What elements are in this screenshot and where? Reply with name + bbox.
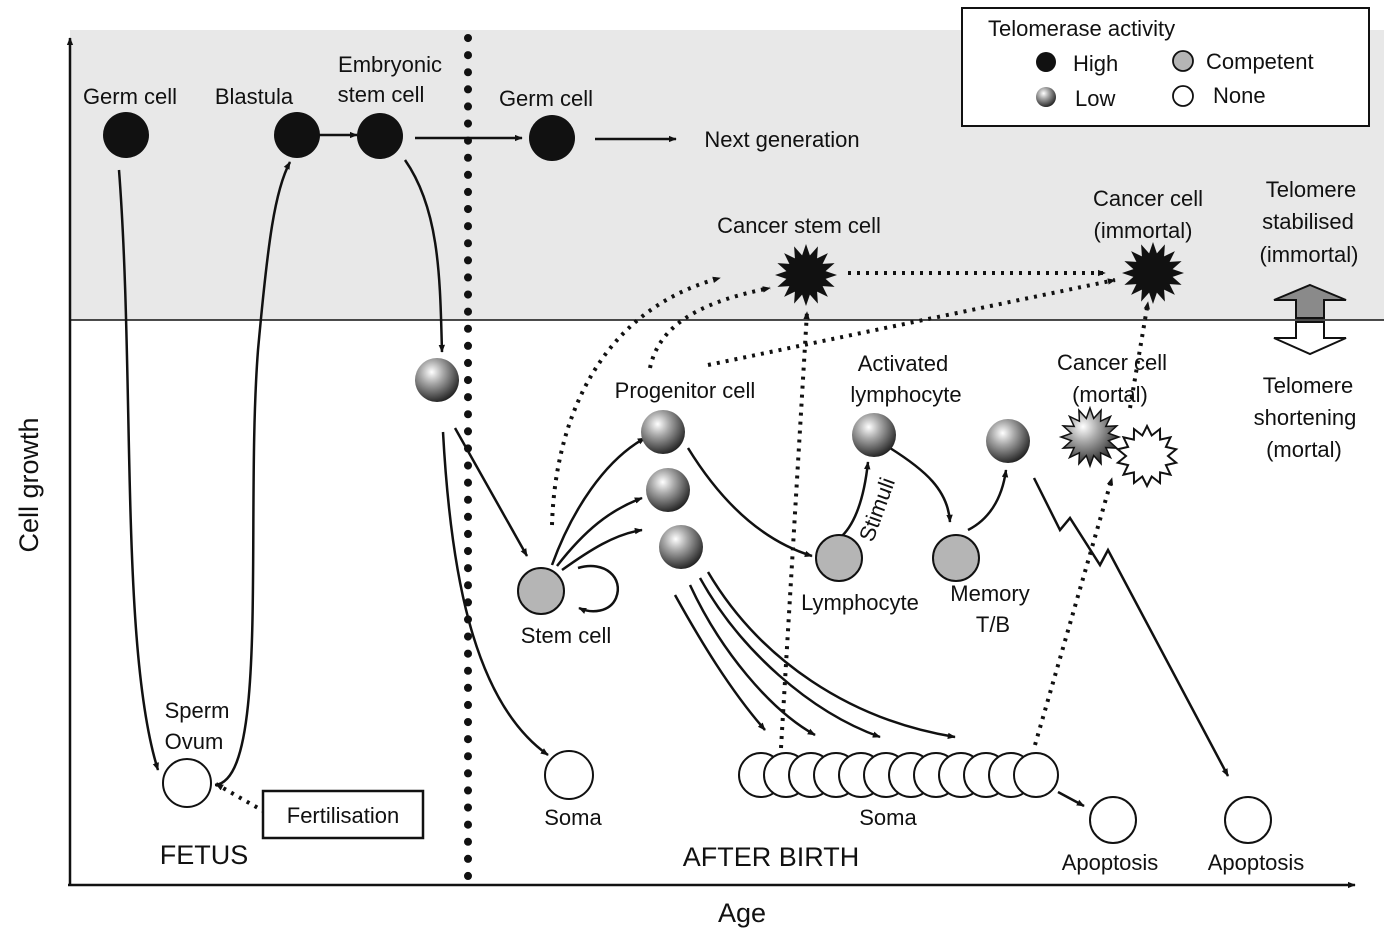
apoptosis-cell-1 xyxy=(1089,796,1137,844)
esc-to-fetal-stem-arrow xyxy=(403,159,445,353)
legend: Telomerase activity High Competent Low N… xyxy=(961,7,1370,127)
telomere-shortening-arrow xyxy=(1273,321,1347,356)
soma-fetal-label: Soma xyxy=(544,805,602,830)
activated-label-line2: lymphocyte xyxy=(850,382,961,407)
germ-cell-fetal-label: Germ cell xyxy=(83,84,177,109)
telomere-stabilised-line3: (immortal) xyxy=(1260,242,1359,267)
fertilisation-label: Fertilisation xyxy=(287,803,399,828)
cancer-immortal-label-line2: (immortal) xyxy=(1094,218,1193,243)
stimuli-label: Stimuli xyxy=(854,474,900,545)
stem-to-progenitor-arrow-2 xyxy=(556,496,643,567)
embryonic-stem-cell xyxy=(357,113,403,159)
reactivated-memory-cell xyxy=(986,419,1030,463)
soma-cell-fetal xyxy=(544,750,594,800)
legend-box xyxy=(961,7,1370,127)
germ-cell-fetal xyxy=(103,112,149,158)
lymphocyte-label: Lymphocyte xyxy=(801,590,919,615)
telomere-stabilised-line1: Telomere xyxy=(1266,177,1356,202)
memory-to-reactivated-arrow xyxy=(967,469,1009,532)
cancer-cell-dying-shape xyxy=(1115,423,1179,489)
stem-to-progenitor-arrow-3 xyxy=(561,527,643,572)
apoptosis-cell-2 xyxy=(1224,796,1272,844)
legend-competent-swatch xyxy=(1172,50,1194,72)
blastula-cell xyxy=(274,112,320,158)
memory-tb-cell xyxy=(932,534,980,582)
embryonic-label-line2: stem cell xyxy=(338,82,425,107)
telomere-crisis-arrow xyxy=(1032,477,1230,777)
apoptosis-label-2: Apoptosis xyxy=(1208,850,1305,875)
stem-cell xyxy=(517,567,565,615)
ovum-label: Ovum xyxy=(165,729,224,754)
fetal-stem-cell xyxy=(415,358,459,402)
germ-to-sperm-arrow xyxy=(117,169,160,771)
telomere-stabilised-line2: stabilised xyxy=(1262,209,1354,234)
progenitor-cell-3 xyxy=(659,525,703,569)
progenitor-to-soma-arrow-2 xyxy=(688,584,816,737)
next-generation-label: Next generation xyxy=(704,127,859,152)
cancer-stem-cell-label: Cancer stem cell xyxy=(717,213,881,238)
legend-low-label: Low xyxy=(1075,86,1115,111)
fertilisation-dotted-arrow xyxy=(215,782,266,814)
progenitor-cell-label: Progenitor cell xyxy=(615,378,756,403)
telomere-shortening-line2: shortening xyxy=(1254,405,1357,430)
telomere-shortening-line1: Telomere xyxy=(1263,373,1353,398)
progenitor-cell-1 xyxy=(641,410,685,454)
cancer-cell-immortal-shape xyxy=(1122,242,1184,304)
cancer-mortal-label-line1: Cancer cell xyxy=(1057,350,1167,375)
lymphocyte-activation-arrow xyxy=(841,461,871,537)
legend-title: Telomerase activity xyxy=(988,16,1175,41)
soma-cell-chain xyxy=(738,752,1059,798)
cancer-immortal-label-line1: Cancer cell xyxy=(1093,186,1203,211)
progenitor-to-soma-arrow-3 xyxy=(698,577,881,739)
y-axis-label: Cell growth xyxy=(14,417,44,552)
soma-to-cancer-mortal-dotted-arrow xyxy=(1033,477,1114,746)
fetal-to-stem-arrow xyxy=(453,427,529,557)
progenitor-to-cancer-immortal-dotted-arrow xyxy=(707,278,1116,367)
fetus-phase-label: FETUS xyxy=(160,840,249,870)
after-birth-phase-label: AFTER BIRTH xyxy=(683,842,860,872)
fertilisation-box xyxy=(261,789,425,840)
x-axis-label: Age xyxy=(718,898,766,928)
telomere-stabilised-arrow xyxy=(1273,283,1347,319)
sperm-ovum-cell xyxy=(162,758,212,808)
stem-to-progenitor-arrow-1 xyxy=(550,436,646,566)
memory-label-line1: Memory xyxy=(950,581,1029,606)
activated-to-memory-arrow xyxy=(889,446,953,523)
activated-lymphocyte-cell xyxy=(852,413,896,457)
stem-self-renewal-arrow xyxy=(577,565,619,614)
activated-label-line1: Activated xyxy=(858,351,949,376)
telomere-status-double-arrow xyxy=(1273,283,1347,356)
ovum-to-blastula-arrow xyxy=(214,161,292,787)
progenitor-to-soma-arrow-4 xyxy=(706,571,956,740)
cancer-mortal-label-line2: (mortal) xyxy=(1072,382,1148,407)
lymphocyte-cell xyxy=(815,534,863,582)
embryonic-label-line1: Embryonic xyxy=(338,52,442,77)
cancer-cell-mortal-shape xyxy=(1058,405,1122,469)
legend-none-swatch xyxy=(1172,85,1194,107)
soma-adult-label: Soma xyxy=(859,805,917,830)
sperm-label: Sperm xyxy=(165,698,230,723)
legend-high-label: High xyxy=(1073,51,1118,76)
blastula-label: Blastula xyxy=(215,84,294,109)
apoptosis-label-1: Apoptosis xyxy=(1062,850,1159,875)
germ-cell-adult xyxy=(529,115,575,161)
progenitor-to-soma-arrow-1 xyxy=(673,594,766,731)
telomere-shortening-line3: (mortal) xyxy=(1266,437,1342,462)
soma-to-cancer-stem-dotted-arrow xyxy=(779,311,810,749)
memory-label-line2: T/B xyxy=(976,612,1010,637)
soma-to-apoptosis-arrow xyxy=(1057,790,1085,808)
legend-competent-label: Competent xyxy=(1206,49,1314,74)
stem-cell-label: Stem cell xyxy=(521,623,611,648)
germ-cell-adult-label: Germ cell xyxy=(499,86,593,111)
legend-none-label: None xyxy=(1213,83,1266,108)
cancer-stem-cell-shape xyxy=(775,244,837,306)
fetal-to-soma-arrow xyxy=(441,431,549,757)
progenitor-cell-2 xyxy=(646,468,690,512)
legend-low-swatch xyxy=(1036,87,1056,107)
legend-high-swatch xyxy=(1036,52,1056,72)
